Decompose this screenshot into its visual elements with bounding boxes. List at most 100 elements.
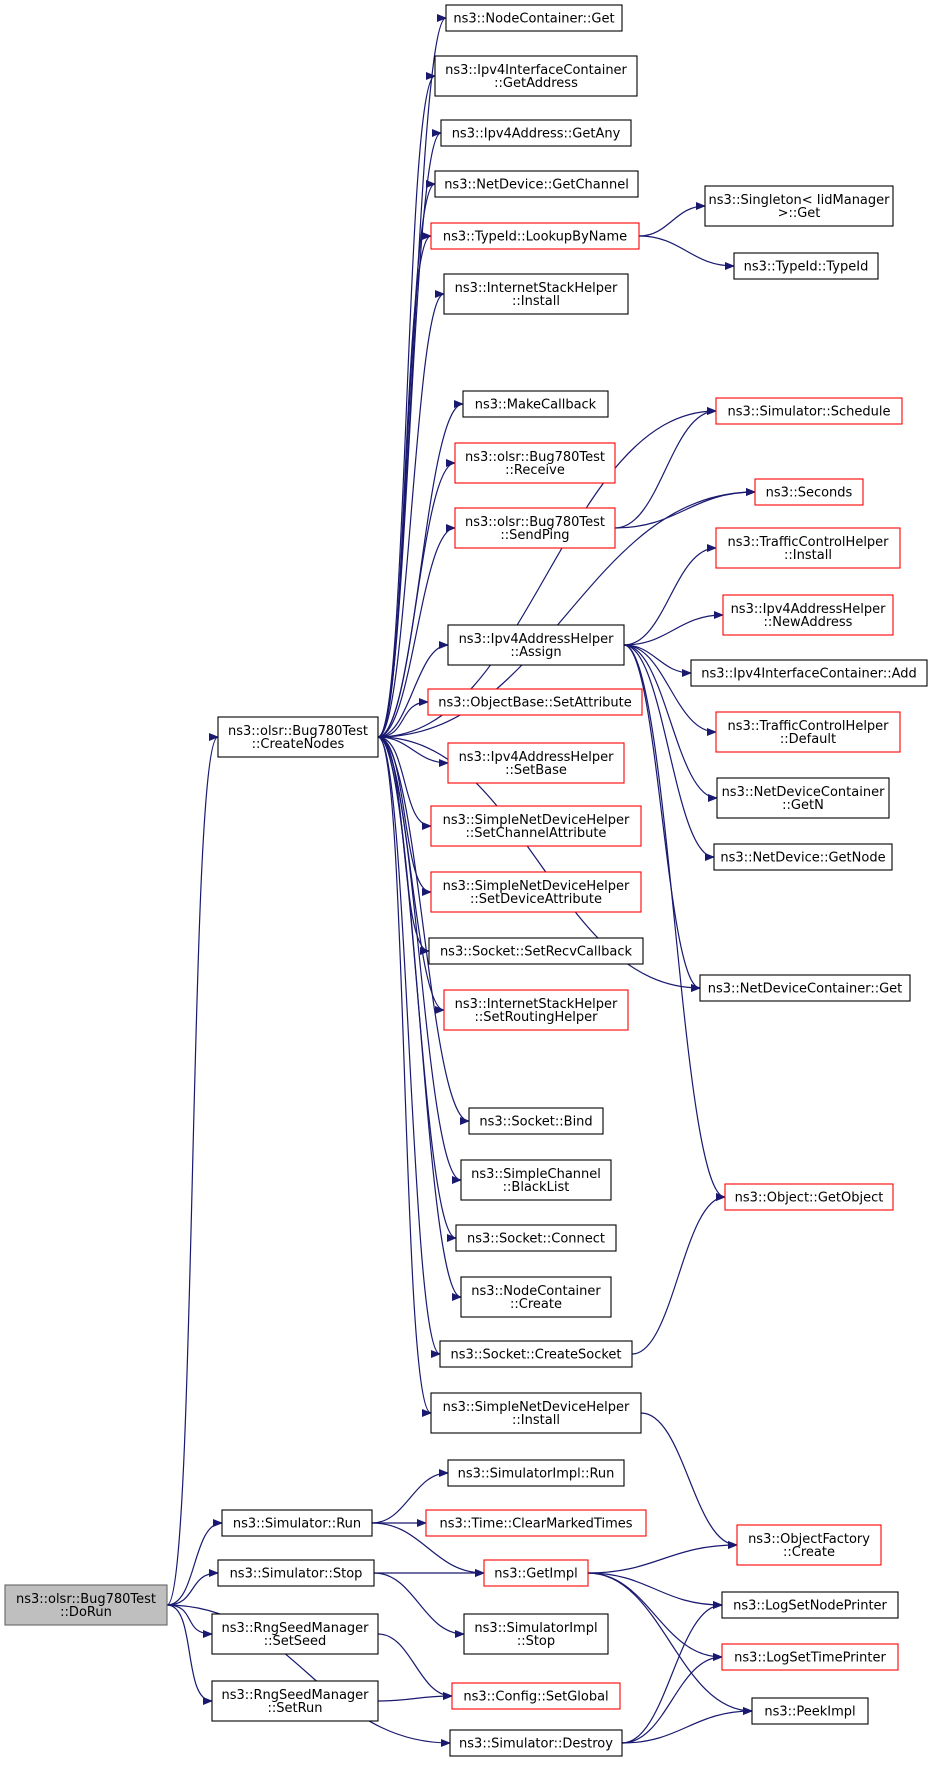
node-simulator-run[interactable]: ns3::Simulator::Run [221,1509,373,1537]
node-box[interactable] [443,273,629,315]
node-ipv4-addr-helper-assign[interactable]: ns3::Ipv4AddressHelper::Assign [447,624,625,666]
node-box[interactable] [690,659,928,687]
node-box[interactable] [430,1392,642,1434]
node-box[interactable] [715,711,901,753]
node-box[interactable] [455,1224,617,1252]
node-ipv4-ifc-get-address[interactable]: ns3::Ipv4InterfaceContainer::GetAddress [434,55,638,97]
node-box[interactable] [460,1159,612,1201]
node-box[interactable] [704,185,894,227]
node-box[interactable] [439,1340,633,1368]
node-box[interactable] [722,594,894,636]
node-box[interactable] [699,974,911,1002]
node-tch-install[interactable]: ns3::TrafficControlHelper::Install [715,527,901,569]
node-object-base-set-attribute[interactable]: ns3::ObjectBase::SetAttribute [427,688,643,716]
node-box[interactable] [721,1643,899,1671]
node-simulator-schedule[interactable]: ns3::Simulator::Schedule [715,397,903,425]
node-box[interactable] [754,478,864,506]
node-ndc-get[interactable]: ns3::NetDeviceContainer::Get [699,974,911,1002]
node-box[interactable] [468,1107,604,1135]
node-box[interactable] [716,777,890,819]
node-box[interactable] [434,170,639,198]
node-box[interactable] [751,1697,869,1725]
node-box[interactable] [430,222,640,250]
node-box[interactable] [454,442,616,484]
node-box[interactable] [445,4,623,32]
node-sndh-set-device-attribute[interactable]: ns3::SimpleNetDeviceHelper::SetDeviceAtt… [430,871,642,913]
node-node-container-create[interactable]: ns3::NodeContainer::Create [460,1276,612,1318]
node-box[interactable] [447,624,625,666]
node-simulator-stop[interactable]: ns3::Simulator::Stop [217,1559,375,1587]
node-box[interactable] [447,742,625,784]
node-tch-default[interactable]: ns3::TrafficControlHelper::Default [715,711,901,753]
node-bug780-send-ping[interactable]: ns3::olsr::Bug780Test::SendPing [454,507,616,549]
node-do-run[interactable]: ns3::olsr::Bug780Test::DoRun [4,1584,168,1626]
node-ipv4-ifc-add[interactable]: ns3::Ipv4InterfaceContainer::Add [690,659,928,687]
node-sndh-set-channel-attribute[interactable]: ns3::SimpleNetDeviceHelper::SetChannelAt… [430,805,642,847]
node-internet-stack-install[interactable]: ns3::InternetStackHelper::Install [443,273,629,315]
node-type-id-lookup-by-name[interactable]: ns3::TypeId::LookupByName [430,222,640,250]
node-get-impl[interactable]: ns3::GetImpl [483,1559,589,1587]
node-box[interactable] [454,507,616,549]
node-net-device-get-node[interactable]: ns3::NetDevice::GetNode [713,843,893,871]
node-box[interactable] [434,55,638,97]
node-log-set-time-printer[interactable]: ns3::LogSetTimePrinter [721,1643,899,1671]
node-ipv4-addr-helper-set-base[interactable]: ns3::Ipv4AddressHelper::SetBase [447,742,625,784]
node-bug780-receive[interactable]: ns3::olsr::Bug780Test::Receive [454,442,616,484]
node-peek-impl[interactable]: ns3::PeekImpl [751,1697,869,1725]
node-sndh-install[interactable]: ns3::SimpleNetDeviceHelper::Install [430,1392,642,1434]
node-net-device-get-channel[interactable]: ns3::NetDevice::GetChannel [434,170,639,198]
node-box[interactable] [211,1613,379,1655]
node-box[interactable] [211,1680,379,1722]
node-box[interactable] [447,1459,625,1487]
node-object-get-object[interactable]: ns3::Object::GetObject [724,1183,894,1211]
node-box[interactable] [427,688,643,716]
node-box[interactable] [736,1524,882,1566]
node-box[interactable] [713,843,893,871]
node-box[interactable] [217,716,379,758]
node-box[interactable] [462,390,609,418]
node-create-nodes[interactable]: ns3::olsr::Bug780Test::CreateNodes [217,716,379,758]
node-box[interactable] [733,252,879,280]
node-box[interactable] [443,989,629,1031]
node-seconds[interactable]: ns3::Seconds [754,478,864,506]
node-box[interactable] [221,1509,373,1537]
node-make-callback[interactable]: ns3::MakeCallback [462,390,609,418]
node-ipv4-address-get-any[interactable]: ns3::Ipv4Address::GetAny [440,119,632,147]
node-type-id-type-id[interactable]: ns3::TypeId::TypeId [733,252,879,280]
node-simulator-impl-stop[interactable]: ns3::SimulatorImpl::Stop [463,1613,609,1655]
node-time-clear-marked-times[interactable]: ns3::Time::ClearMarkedTimes [425,1509,647,1537]
node-box[interactable] [715,397,903,425]
node-box[interactable] [428,937,644,965]
node-simple-channel-black-list[interactable]: ns3::SimpleChannel::BlackList [460,1159,612,1201]
node-box[interactable] [4,1584,168,1626]
node-box[interactable] [715,527,901,569]
node-object-factory-create[interactable]: ns3::ObjectFactory::Create [736,1524,882,1566]
node-box[interactable] [440,119,632,147]
node-box[interactable] [217,1559,375,1587]
node-box[interactable] [460,1276,612,1318]
node-log-set-node-printer[interactable]: ns3::LogSetNodePrinter [721,1591,899,1619]
node-box[interactable] [425,1509,647,1537]
node-box[interactable] [483,1559,589,1587]
node-socket-set-recv-callback[interactable]: ns3::Socket::SetRecvCallback [428,937,644,965]
node-node-container-get[interactable]: ns3::NodeContainer::Get [445,4,623,32]
node-rng-set-seed[interactable]: ns3::RngSeedManager::SetSeed [211,1613,379,1655]
node-config-set-global[interactable]: ns3::Config::SetGlobal [451,1682,621,1710]
node-socket-create-socket[interactable]: ns3::Socket::CreateSocket [439,1340,633,1368]
node-box[interactable] [463,1613,609,1655]
node-box[interactable] [451,1682,621,1710]
node-ish-set-routing-helper[interactable]: ns3::InternetStackHelper::SetRoutingHelp… [443,989,629,1031]
node-simulator-destroy[interactable]: ns3::Simulator::Destroy [449,1729,623,1757]
node-socket-connect[interactable]: ns3::Socket::Connect [455,1224,617,1252]
node-ipv4-addr-helper-new-address[interactable]: ns3::Ipv4AddressHelper::NewAddress [722,594,894,636]
node-box[interactable] [449,1729,623,1757]
node-box[interactable] [724,1183,894,1211]
node-box[interactable] [430,805,642,847]
node-simulator-impl-run[interactable]: ns3::SimulatorImpl::Run [447,1459,625,1487]
node-ndc-get-n[interactable]: ns3::NetDeviceContainer::GetN [716,777,890,819]
node-box[interactable] [430,871,642,913]
node-socket-bind[interactable]: ns3::Socket::Bind [468,1107,604,1135]
node-rng-set-run[interactable]: ns3::RngSeedManager::SetRun [211,1680,379,1722]
node-singleton-get[interactable]: ns3::Singleton< IidManager >::Get [704,185,894,227]
node-box[interactable] [721,1591,899,1619]
